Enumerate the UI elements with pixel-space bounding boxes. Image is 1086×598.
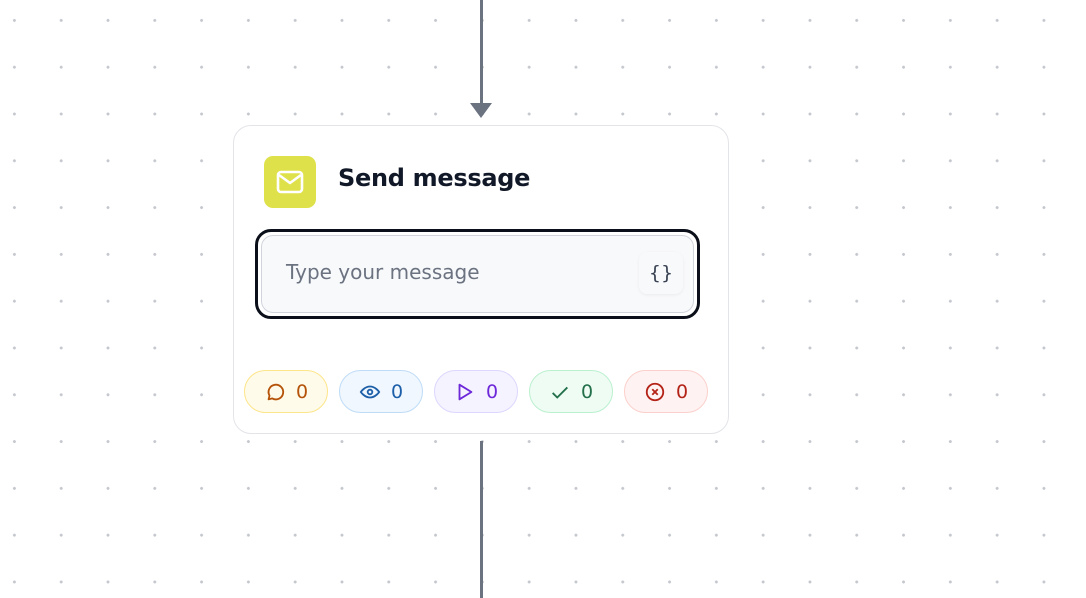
connector-arrow-icon xyxy=(470,103,492,118)
stat-count: 0 xyxy=(485,380,499,403)
message-placeholder: Type your message xyxy=(286,260,480,284)
stat-count: 0 xyxy=(675,380,689,403)
x-circle-icon xyxy=(645,382,665,401)
insert-variable-button[interactable]: {} xyxy=(639,252,683,294)
stat-replies[interactable]: 0 xyxy=(244,370,328,413)
message-input[interactable]: Type your message {} xyxy=(261,235,694,313)
stat-delivered[interactable]: 0 xyxy=(529,370,613,413)
eye-icon xyxy=(359,385,381,398)
stats-row: 0 0 0 0 0 xyxy=(244,370,708,413)
play-icon xyxy=(458,383,473,400)
chat-bubble-icon xyxy=(267,383,285,400)
stat-count: 0 xyxy=(390,380,404,403)
stat-failed[interactable]: 0 xyxy=(624,370,708,413)
mail-icon xyxy=(264,156,316,208)
stat-views[interactable]: 0 xyxy=(339,370,423,413)
node-title: Send message xyxy=(338,164,531,192)
connector-line-bottom xyxy=(480,441,483,598)
message-input-focus-ring: Type your message {} xyxy=(255,229,700,319)
stat-count: 0 xyxy=(295,380,309,403)
check-icon xyxy=(551,386,568,399)
connector-line-top xyxy=(480,0,483,106)
stat-count: 0 xyxy=(580,380,594,403)
send-message-node[interactable]: Send message Type your message {} 0 0 0 … xyxy=(233,125,729,434)
stat-started[interactable]: 0 xyxy=(434,370,518,413)
